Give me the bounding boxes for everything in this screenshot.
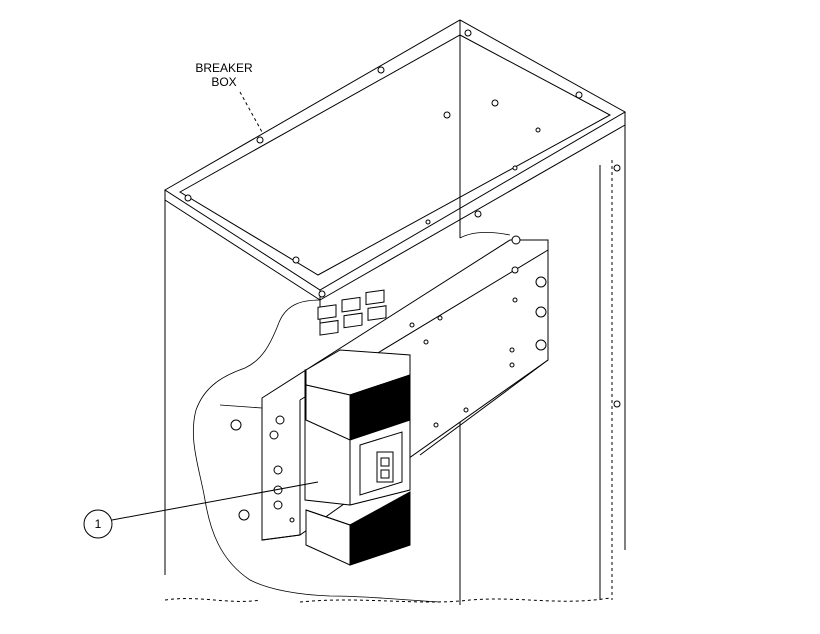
callout-1-leader [111, 481, 319, 521]
cabinet [164, 19, 627, 605]
callout-1-number: 1 [95, 517, 102, 531]
lid-screws [184, 29, 621, 408]
cutaway-outline [192, 231, 511, 603]
callout-1-bubble [83, 509, 113, 539]
callout-1: 1 [83, 481, 319, 539]
breaker-box-label-line2: BOX [211, 75, 236, 89]
cabinet-top-inner [179, 34, 612, 276]
breaker-box-leader [239, 91, 263, 133]
breaker-box-label-line1: BREAKER [195, 61, 253, 75]
bottom-break-line [164, 597, 611, 603]
circuit-breaker [304, 289, 411, 566]
breaker-box-label: BREAKER BOX [195, 61, 263, 133]
